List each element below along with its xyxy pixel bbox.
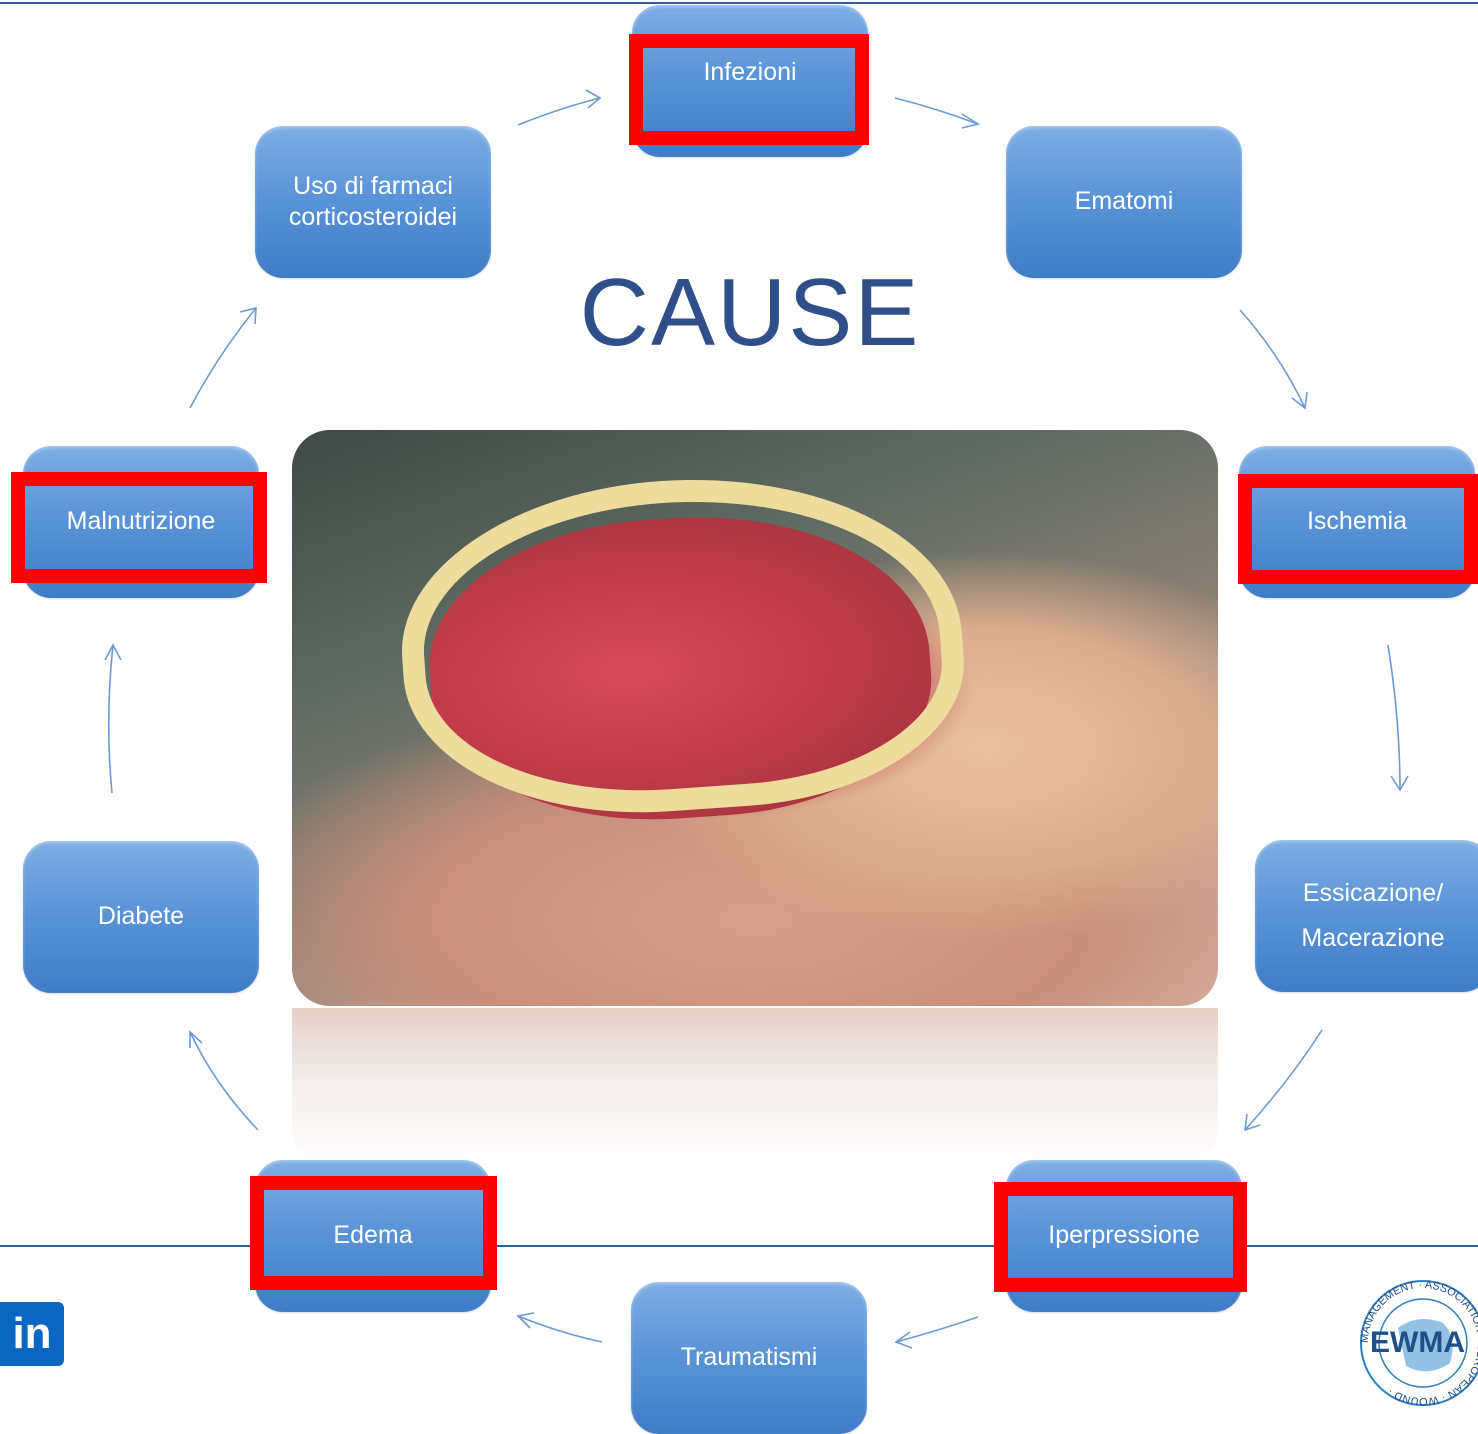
arrow-ematomi-ischemia bbox=[1240, 310, 1305, 408]
arrow-traumatismi-edema bbox=[518, 1316, 602, 1342]
node-diabete-label: Diabete bbox=[98, 901, 184, 932]
node-iperpressione-label: Iperpressione bbox=[1048, 1220, 1199, 1251]
node-ematomi: Ematomi bbox=[1006, 126, 1242, 278]
node-infezioni-label: Infezioni bbox=[703, 57, 796, 88]
node-ischemia: Ischemia bbox=[1239, 446, 1475, 598]
node-malnutrizione-label: Malnutrizione bbox=[67, 506, 216, 537]
node-farmaci-label: Uso di farmaci corticosteroidei bbox=[265, 171, 481, 234]
arrow-iperpressione-traumatismi bbox=[896, 1317, 978, 1342]
arrow-infezioni-ematomi bbox=[895, 98, 978, 124]
node-farmaci: Uso di farmaci corticosteroidei bbox=[255, 126, 491, 278]
node-traumatismi-label: Traumatismi bbox=[681, 1342, 818, 1373]
node-infezioni: Infezioni bbox=[632, 5, 868, 157]
arrow-ischemia-essicazione bbox=[1388, 645, 1400, 790]
arrow-essicazione-iperpressione bbox=[1245, 1030, 1322, 1130]
node-edema: Edema bbox=[255, 1160, 491, 1312]
arrow-edema-diabete bbox=[190, 1032, 258, 1130]
node-essicazione-label: Essicazione/ Macerazione bbox=[1265, 871, 1478, 961]
node-diabete: Diabete bbox=[23, 841, 259, 993]
arrow-malnutrizione-farmaci bbox=[190, 308, 256, 408]
node-edema-label: Edema bbox=[333, 1220, 412, 1251]
node-iperpressione: Iperpressione bbox=[1006, 1160, 1242, 1312]
node-essicazione: Essicazione/ Macerazione bbox=[1255, 840, 1478, 992]
node-ischemia-label: Ischemia bbox=[1307, 506, 1407, 537]
node-traumatismi: Traumatismi bbox=[631, 1282, 867, 1434]
node-malnutrizione: Malnutrizione bbox=[23, 446, 259, 598]
arrow-diabete-malnutrizione bbox=[109, 645, 113, 793]
node-ematomi-label: Ematomi bbox=[1075, 186, 1174, 217]
arrow-farmaci-infezioni bbox=[518, 98, 600, 125]
